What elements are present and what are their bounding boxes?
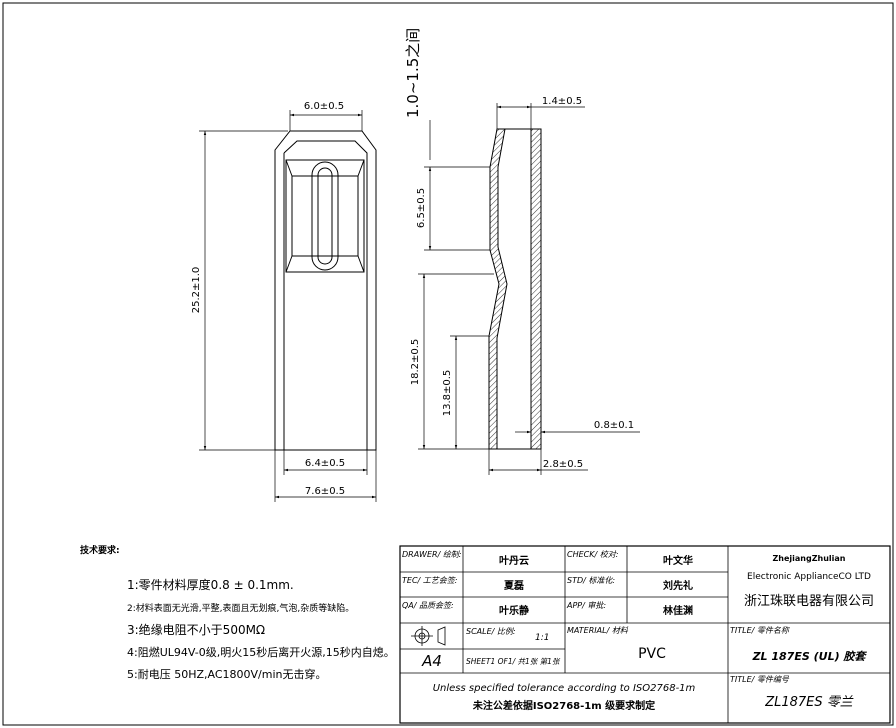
- side-view: [488, 128, 542, 450]
- dim-top-width: 6.0±0.5: [304, 101, 344, 112]
- front-dimensions: [199, 110, 377, 502]
- part-number: ZL187ES 零兰: [764, 695, 854, 710]
- dim-lower-len: 18.2±0.5: [410, 339, 421, 386]
- std-label: STD/ 标准化:: [567, 576, 615, 585]
- app-value: 林佳渊: [663, 604, 693, 617]
- dim-inner-width: 6.4±0.5: [305, 458, 345, 469]
- check-label: CHECK/ 校对:: [567, 550, 619, 559]
- tec-label: TEC/ 工艺会签:: [402, 576, 458, 585]
- note-5: 5:耐电压 50HZ,AC1800V/min无击穿。: [127, 667, 326, 681]
- side-dimensions: [418, 103, 640, 475]
- qa-value: 叶乐静: [499, 604, 529, 617]
- notes-heading: 技术要求:: [80, 544, 120, 556]
- part-title: ZL 187ES (UL) 胶套: [752, 650, 868, 663]
- dim-thickness: 1.4±0.5: [542, 96, 582, 107]
- scale-value: 1:1: [535, 633, 549, 643]
- company-en1: ZhejiangZhulian: [773, 554, 846, 563]
- dim-plate: 0.8±0.1: [594, 420, 634, 431]
- std-value: 刘先礼: [663, 579, 693, 592]
- dim-height: 25.2±1.0: [191, 267, 202, 314]
- note-1: 1:零件材料厚度0.8 ± 0.1mm.: [127, 577, 294, 592]
- note-3: 3:绝缘电阻不小于500MΩ: [127, 622, 265, 637]
- drawer-value: 叶丹云: [499, 554, 529, 567]
- dim-base-width: 2.8±0.5: [543, 459, 583, 470]
- title-block-grid: [399, 545, 891, 724]
- drawer-label: DRAWER/ 绘制:: [402, 550, 462, 559]
- tec-value: 夏磊: [503, 580, 524, 592]
- company-cn: 浙江珠联电器有限公司: [744, 594, 874, 609]
- check-value: 叶文华: [663, 554, 693, 567]
- tolerance-cn: 未注公差依据ISO2768-1m 级要求制定: [472, 699, 655, 712]
- note-4: 4:阻燃UL94V-0级,明火15秒后离开火源,15秒内自熄。: [127, 645, 395, 659]
- note-2: 2:材料表面无光滑,平整,表面且无划痕,气泡,杂质等缺陷。: [127, 602, 354, 614]
- number-label: TITLE/ 零件编号: [730, 675, 790, 684]
- material-value: PVC: [638, 646, 666, 662]
- sheet-label: SHEET1 OF1/ 共1张 第1张: [466, 657, 561, 666]
- dim-lower-inner: 13.8±0.5: [442, 370, 453, 417]
- front-view: [274, 130, 377, 451]
- material-label: MATERIAL/ 材料: [567, 626, 629, 635]
- company-en2: Electronic ApplianceCO LTD: [747, 572, 871, 582]
- dim-outer-width: 7.6±0.5: [305, 486, 345, 497]
- dim-upper-len: 6.5±0.5: [416, 188, 427, 228]
- qa-label: QA/ 品质会签:: [402, 601, 454, 610]
- paper-size: A4: [421, 652, 442, 670]
- gap-note: 1.0~1.5之间: [404, 28, 422, 118]
- projection-symbol-icon: [411, 626, 446, 646]
- title-label: TITLE/ 零件名称: [730, 626, 791, 635]
- tolerance-en: Unless specified tolerance according to …: [433, 683, 696, 694]
- app-label: APP/ 审批:: [566, 601, 606, 610]
- scale-label: SCALE/ 比例:: [466, 627, 516, 636]
